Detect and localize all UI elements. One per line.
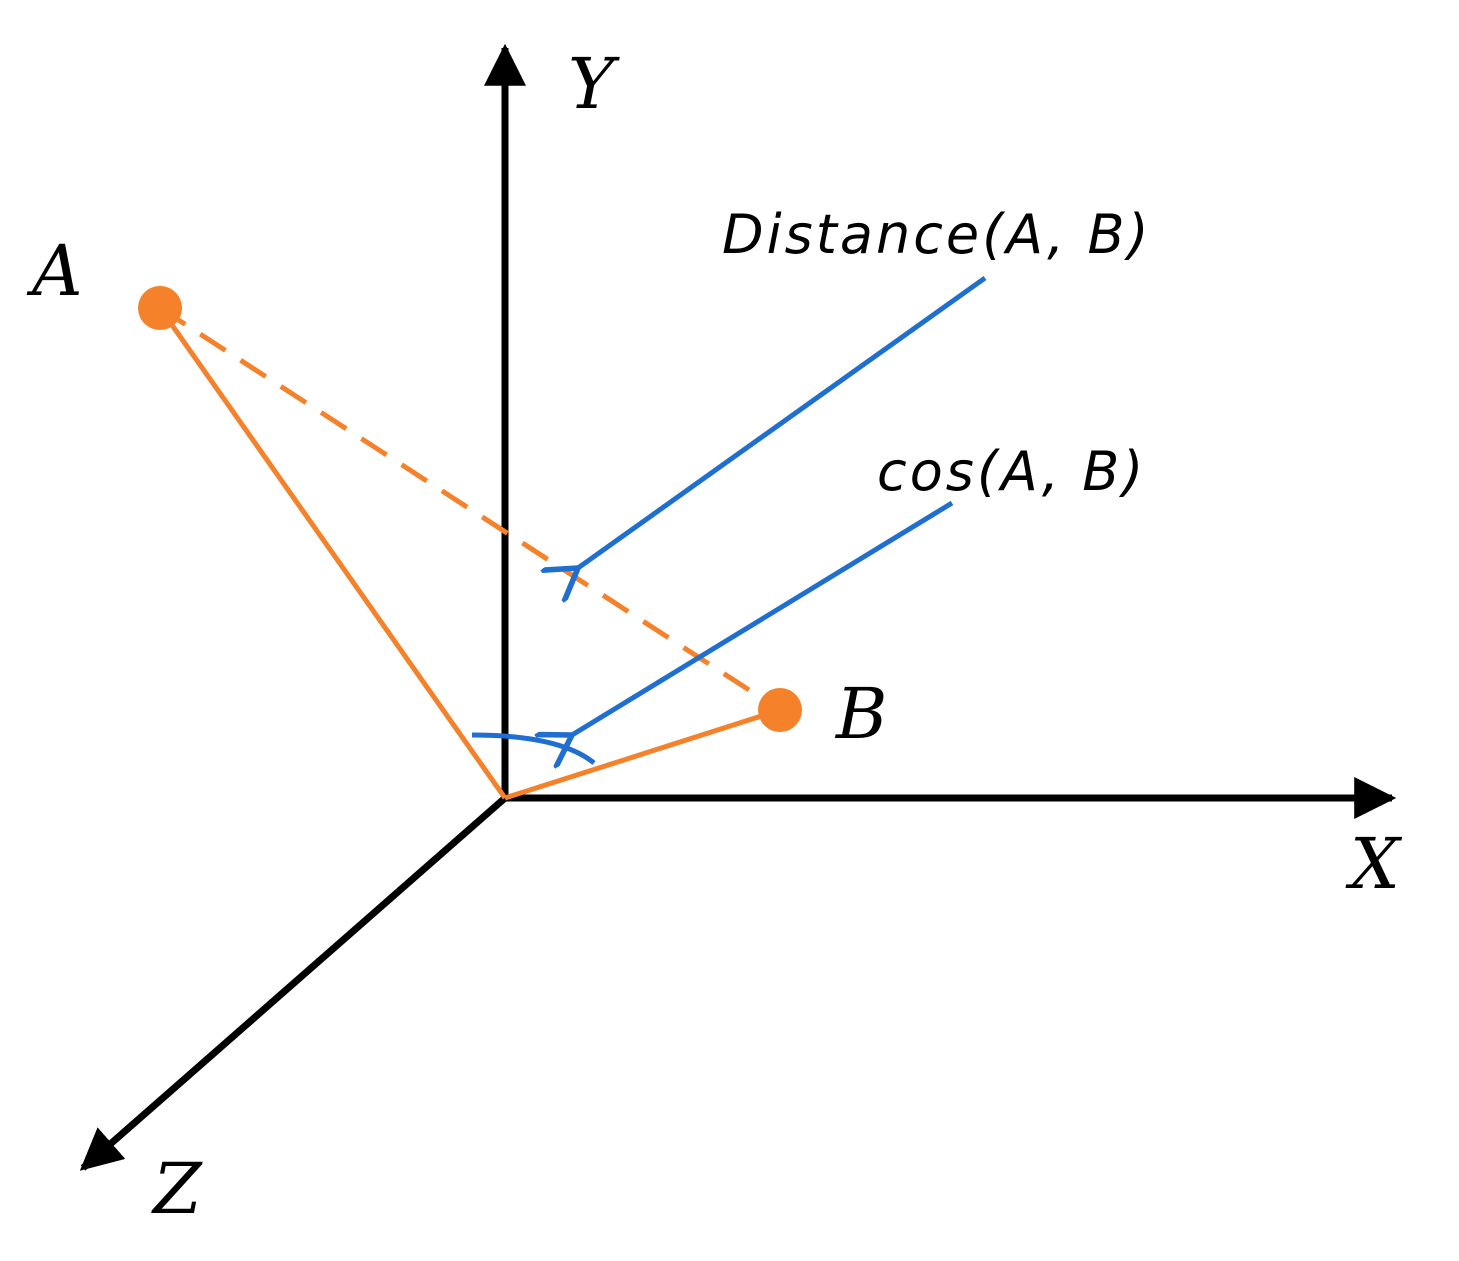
distance-line bbox=[158, 305, 782, 713]
vector-b bbox=[504, 707, 781, 801]
point-a-label: A bbox=[26, 230, 83, 312]
distance-pointer-arrow bbox=[578, 275, 987, 568]
point-b-label: B bbox=[834, 673, 887, 755]
cosine-label: cos(A, B) bbox=[877, 440, 1146, 503]
x-axis-label: X bbox=[1345, 823, 1403, 905]
z-axis-label: Z bbox=[151, 1148, 203, 1230]
distance-label: Distance(A, B) bbox=[722, 203, 1152, 266]
vector-a bbox=[157, 306, 508, 800]
angle-arc bbox=[471, 732, 596, 765]
cosine-pointer-arrow bbox=[572, 500, 954, 735]
z-axis bbox=[79, 795, 508, 1171]
point-a bbox=[138, 286, 182, 330]
point-b bbox=[758, 688, 802, 732]
y-axis-label: Y bbox=[568, 43, 620, 125]
